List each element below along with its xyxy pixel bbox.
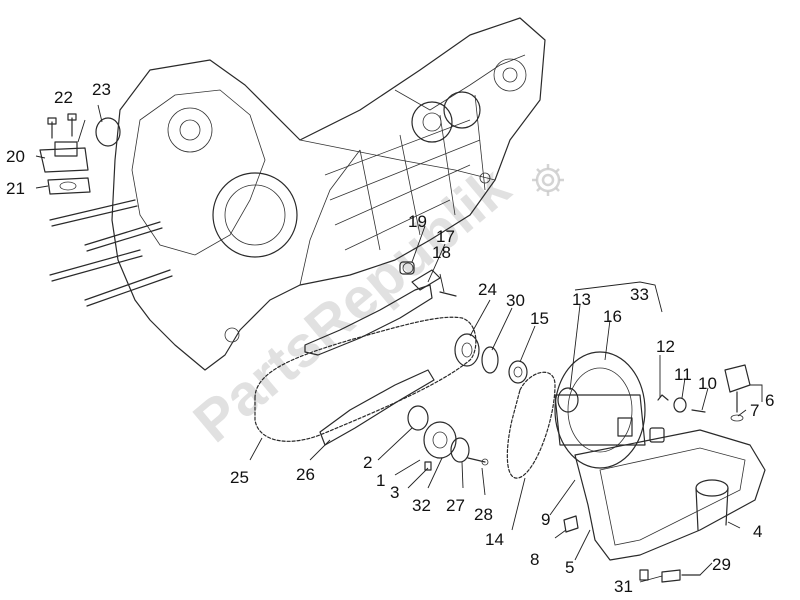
drive-sprockets xyxy=(454,333,528,384)
part-label-21: 21 xyxy=(6,179,25,198)
watermark-text: PartsRepublik xyxy=(182,154,523,455)
part-label-8: 8 xyxy=(530,550,539,569)
part-label-28: 28 xyxy=(474,505,493,524)
part-label-15: 15 xyxy=(530,309,549,328)
part-label-6: 6 xyxy=(765,391,774,410)
part-label-25: 25 xyxy=(230,468,249,487)
tensioner-assembly xyxy=(39,113,121,195)
part-label-7: 7 xyxy=(750,401,759,420)
part-label-19: 19 xyxy=(408,212,427,231)
part-label-2: 2 xyxy=(363,453,372,472)
oil-pump xyxy=(407,405,489,471)
oil-sump xyxy=(563,429,766,583)
part-label-22: 22 xyxy=(54,88,73,107)
part-label-32: 32 xyxy=(412,496,431,515)
part-label-33: 33 xyxy=(630,285,649,304)
part-label-13: 13 xyxy=(572,290,591,309)
part-label-29: 29 xyxy=(712,555,731,574)
leader-lines xyxy=(35,104,763,583)
cylinder-studs xyxy=(49,199,173,307)
part-label-26: 26 xyxy=(296,465,315,484)
part-label-12: 12 xyxy=(656,337,675,356)
part-label-31: 31 xyxy=(614,577,633,596)
part-label-18: 18 xyxy=(432,243,451,262)
oil-pump-chain xyxy=(506,371,556,479)
part-label-27: 27 xyxy=(446,496,465,515)
oil-pump-cover xyxy=(554,351,669,469)
part-label-4: 4 xyxy=(753,522,762,541)
part-label-23: 23 xyxy=(92,80,111,99)
part-label-14: 14 xyxy=(485,530,504,549)
timing-chain xyxy=(254,316,477,442)
part-label-5: 5 xyxy=(565,558,574,577)
gear-icon xyxy=(532,164,564,196)
part-label-10: 10 xyxy=(698,374,717,393)
part-label-11: 11 xyxy=(674,365,692,384)
part-label-17: 17 xyxy=(436,227,455,246)
part-label-1: 1 xyxy=(376,471,385,490)
part-label-16: 16 xyxy=(603,307,622,326)
part-label-24: 24 xyxy=(478,280,497,299)
part-label-30: 30 xyxy=(506,291,525,310)
part-label-3: 3 xyxy=(390,483,399,502)
part-label-20: 20 xyxy=(6,147,25,166)
crankcase xyxy=(111,17,546,371)
part-label-9: 9 xyxy=(541,510,550,529)
oil-filter-assembly xyxy=(673,364,751,422)
chain-guides xyxy=(304,261,457,446)
part-labels: 22 23 20 21 19 17 18 24 30 15 13 16 33 1… xyxy=(6,80,774,596)
